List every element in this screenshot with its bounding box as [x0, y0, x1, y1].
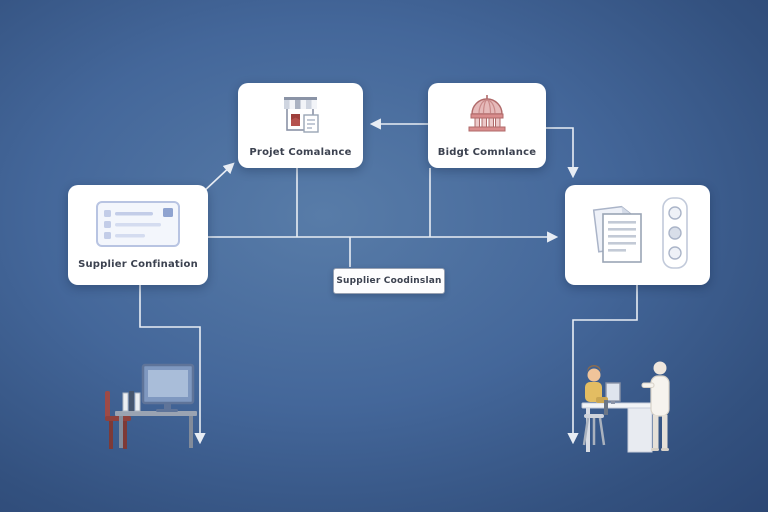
checklist-card-icon: [95, 200, 181, 252]
documents-stack-icon: [586, 200, 648, 270]
node-label: Supplier Confination: [78, 259, 198, 270]
connector-bids-to-docs: [546, 127, 579, 179]
storefront-icon: [278, 94, 324, 140]
connector-docs-to-people: [567, 285, 638, 445]
people-at-desk-illustration: [552, 353, 678, 465]
dome-building-icon: [464, 94, 510, 140]
node-supplier-coordination: Supplier Confination: [68, 185, 208, 285]
connector-supplier-to-project: [201, 162, 235, 194]
node-label: Projet Comalance: [249, 146, 352, 158]
connector-supplier-to-computer: [139, 285, 206, 445]
toggle-panel-icon: [661, 196, 689, 274]
node-center-label-box: Supplier Coodinslan: [333, 268, 445, 294]
node-project-compliance: Projet Comalance: [238, 83, 363, 168]
node-label: Bidgt Comnlance: [437, 146, 537, 158]
node-documents-review: [565, 185, 710, 285]
node-label: Supplier Coodinslan: [336, 276, 442, 286]
computer-desk-illustration: [103, 353, 203, 459]
node-bids-compliance: Bidgt Comnlance: [428, 83, 546, 168]
